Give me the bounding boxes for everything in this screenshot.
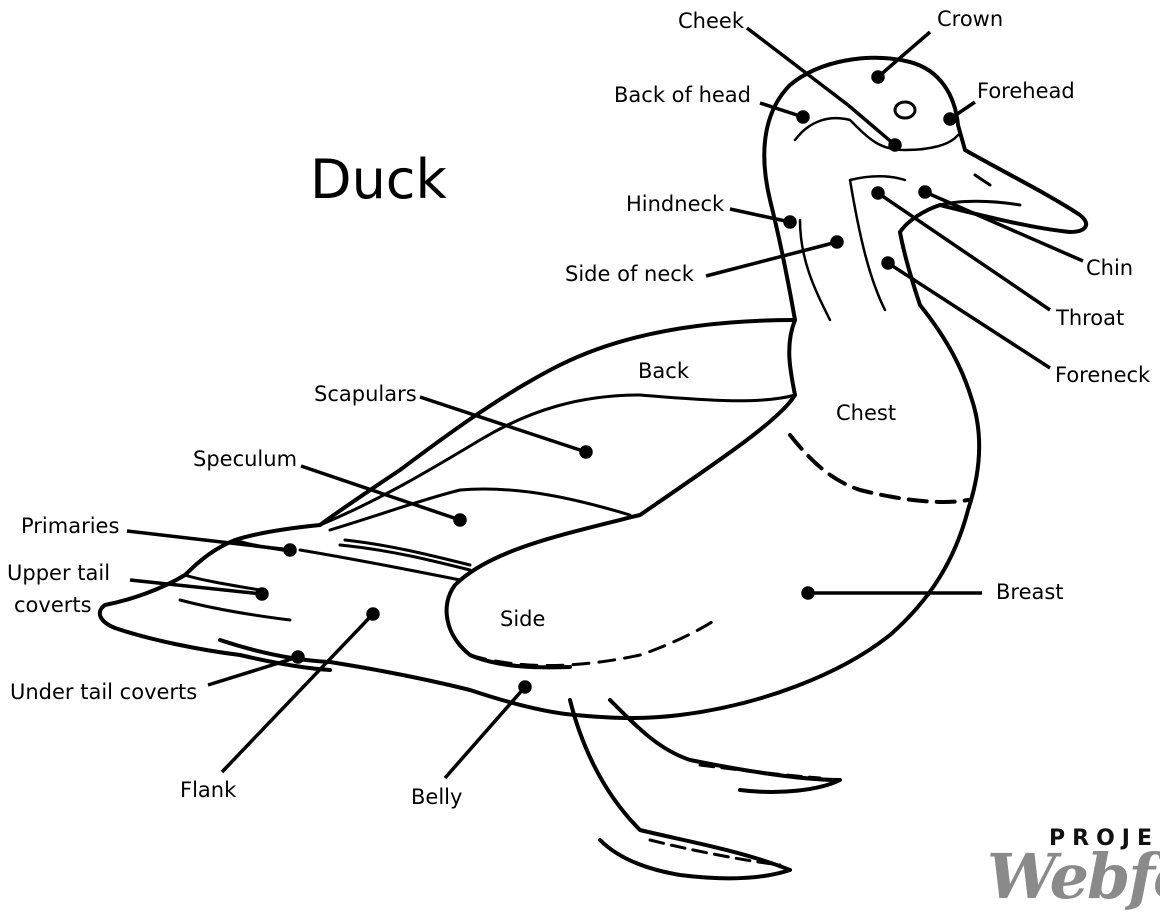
leg-right: [610, 700, 840, 792]
wing-outline: [320, 395, 795, 525]
label-back: Back: [638, 361, 689, 382]
logo-bottom-text: Webfo: [987, 840, 1160, 913]
project-webfoot-logo: PROJE Webfo: [985, 826, 1160, 919]
label-side: Side: [500, 609, 545, 630]
bill: [940, 175, 1020, 205]
feet-dash: [650, 765, 820, 865]
label-belly: Belly: [411, 787, 462, 808]
label-breast: Breast: [996, 582, 1064, 603]
label-upper-tail-coverts-line2: coverts: [14, 595, 92, 616]
label-cheek: Cheek: [678, 11, 744, 32]
belly-outline: [220, 640, 575, 715]
label-crown: Crown: [937, 9, 1003, 30]
eye: [895, 102, 915, 118]
label-throat: Throat: [1056, 308, 1124, 329]
chest-outline: [447, 320, 795, 667]
label-scapulars: Scapulars: [314, 384, 417, 405]
back-outline: [320, 320, 795, 525]
label-back-of-head: Back of head: [614, 85, 751, 106]
label-hindneck: Hindneck: [626, 194, 724, 215]
label-chin: Chin: [1086, 258, 1133, 279]
chest-dash: [790, 435, 968, 502]
label-foreneck: Foreneck: [1055, 365, 1150, 386]
label-flank: Flank: [180, 780, 236, 801]
label-chest: Chest: [836, 403, 896, 424]
tail-inner: [180, 540, 295, 620]
leg-left: [570, 700, 790, 878]
label-speculum: Speculum: [193, 449, 297, 470]
label-upper-tail-coverts-line1: Upper tail: [7, 563, 110, 584]
label-side-of-neck: Side of neck: [565, 264, 694, 285]
diagram-title: Duck: [310, 148, 447, 211]
label-forehead: Forehead: [977, 81, 1075, 102]
head-inner: [795, 118, 958, 320]
label-primaries: Primaries: [21, 516, 119, 537]
label-under-tail-coverts: Under tail coverts: [10, 682, 197, 703]
head-outline: [575, 58, 1086, 718]
